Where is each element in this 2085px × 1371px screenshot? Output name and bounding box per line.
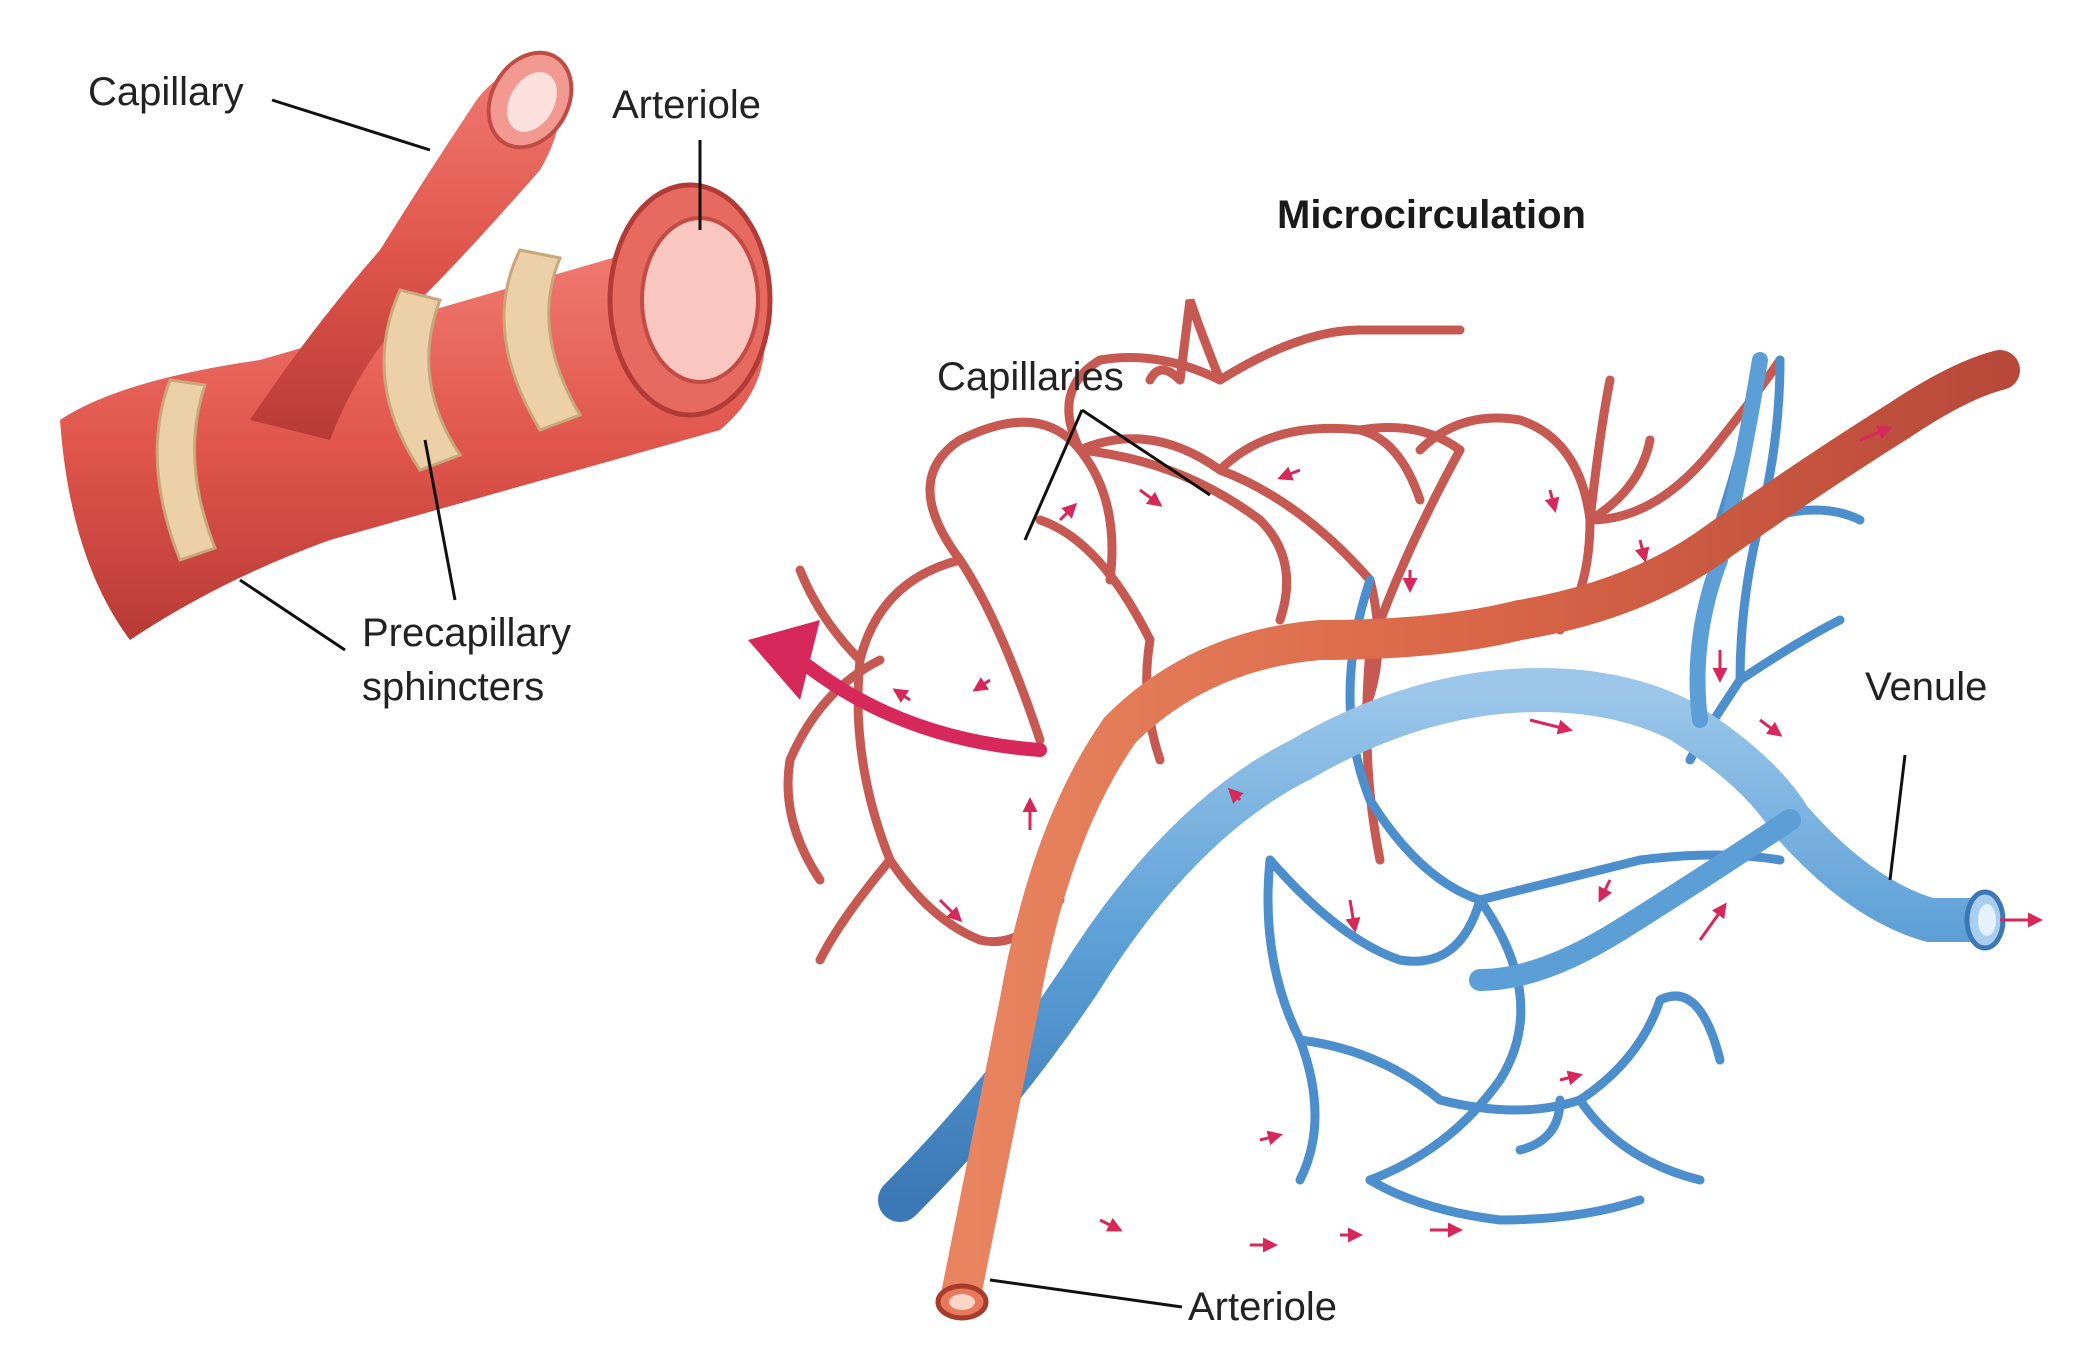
inset-sphincter-3 — [502, 248, 583, 432]
inset-vessel-illustration — [60, 50, 773, 641]
capillaries-leader-2 — [1081, 408, 1211, 497]
arteriole-bottom-label: Arteriole — [1188, 1285, 1337, 1329]
inset-capillary-lumen — [507, 72, 557, 132]
inset-arteriole-lumen — [640, 216, 760, 384]
large-flow-arrow — [793, 653, 1047, 757]
arteriole-bottom-leader — [989, 1278, 1183, 1309]
large-flow-arrowhead — [748, 620, 820, 700]
flow-arrows — [892, 425, 2043, 1253]
inset-sphincter-2 — [382, 288, 463, 472]
precapillary-label-line1: Precapillary — [362, 611, 571, 655]
sphincter-leader-1 — [239, 578, 346, 652]
capillary-leader — [271, 98, 431, 152]
red-capillary-network — [783, 298, 1785, 965]
capillaries-leader-1 — [1023, 409, 1084, 541]
venule-label: Venule — [1865, 665, 1987, 709]
inset-capillary-body — [250, 60, 563, 440]
diagram-title: Microcirculation — [1277, 193, 1586, 237]
venule-branch — [1469, 809, 1801, 991]
capillary-label: Capillary — [88, 70, 244, 114]
arteriole-top-label: Arteriole — [612, 83, 761, 127]
precapillary-label-line2: sphincters — [362, 665, 544, 709]
inset-sphincter-1 — [155, 378, 217, 562]
arteriole-vessel — [940, 350, 2020, 1320]
venule-vessel — [878, 667, 2002, 1222]
sphincter-leader-2 — [423, 439, 457, 601]
capillaries-label: Capillaries — [937, 355, 1124, 399]
arteriole-lumen — [949, 1294, 975, 1310]
venule-leader — [1888, 754, 1907, 881]
venule-lumen — [1978, 904, 1996, 936]
